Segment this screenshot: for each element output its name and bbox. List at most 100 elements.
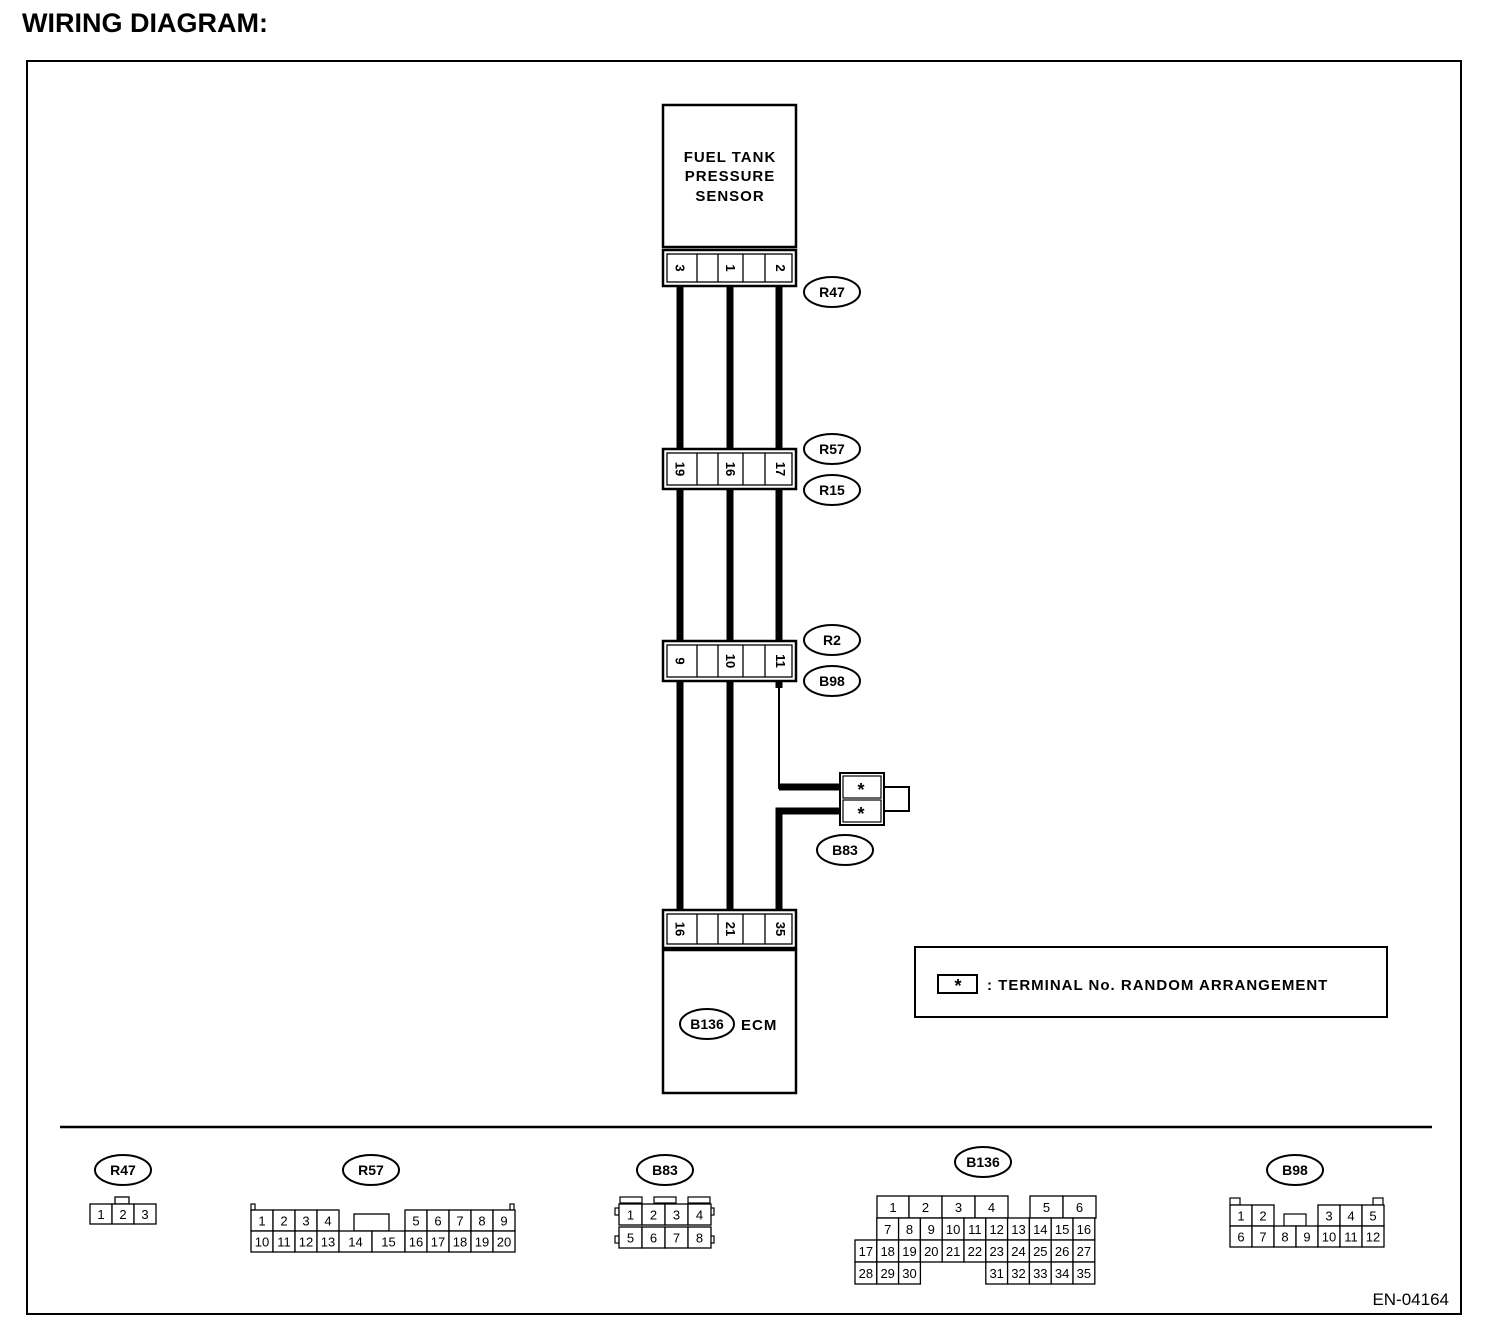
terminal-row-inner xyxy=(666,644,793,678)
terminal-number: 2 xyxy=(650,1208,657,1223)
connector-badge-r2: R2 xyxy=(803,624,861,656)
legend-symbol-box xyxy=(937,974,978,994)
terminal-row-frame xyxy=(661,248,798,288)
terminal-number: 3 xyxy=(141,1207,148,1222)
terminal-number: 6 xyxy=(1237,1230,1244,1245)
terminal-number: 10 xyxy=(1322,1230,1336,1245)
terminal-cell xyxy=(687,1226,712,1249)
view-badge-label: R57 xyxy=(358,1162,384,1178)
terminal-number: 8 xyxy=(906,1222,913,1237)
terminal-number: 4 xyxy=(324,1214,331,1229)
terminal-number: 2 xyxy=(922,1200,929,1215)
terminal-number: 12 xyxy=(989,1222,1003,1237)
view-badge-label: B83 xyxy=(652,1162,678,1178)
terminal-number: 7 xyxy=(673,1231,680,1246)
terminal-pin-1: 16 xyxy=(673,922,688,936)
terminal-number: 1 xyxy=(1237,1209,1244,1224)
terminal-cell xyxy=(897,1261,922,1285)
terminal-number: 18 xyxy=(453,1235,467,1250)
ecm-connector-badge-text: B136 xyxy=(690,1016,724,1032)
terminal-number: 4 xyxy=(1347,1209,1354,1224)
terminal-number: 8 xyxy=(478,1214,485,1229)
terminal-number: 14 xyxy=(1033,1222,1047,1237)
connector-badge-r47: R47 xyxy=(803,276,861,308)
b83-pin-2: * xyxy=(857,804,864,824)
terminal-number: 1 xyxy=(97,1207,104,1222)
terminal-pin-1: 9 xyxy=(673,657,688,664)
terminal-number: 5 xyxy=(1369,1209,1376,1224)
terminal-cell xyxy=(1361,1225,1385,1248)
terminal-number: 20 xyxy=(924,1244,938,1259)
badge-outline xyxy=(803,474,861,506)
latch xyxy=(1372,1197,1384,1206)
view-badge-b83: B83 xyxy=(636,1154,694,1186)
latch xyxy=(687,1196,711,1204)
terminal-number: 14 xyxy=(348,1235,362,1250)
terminal-pin-2: 1 xyxy=(723,264,738,271)
terminal-row-inner xyxy=(666,452,793,486)
terminal-number: 4 xyxy=(988,1200,995,1215)
terminal-number: 15 xyxy=(381,1235,395,1250)
terminal-pin-3: 11 xyxy=(773,654,788,668)
terminal-number: 18 xyxy=(880,1244,894,1259)
terminal-number: 13 xyxy=(321,1235,335,1250)
view-badge-outline xyxy=(94,1154,152,1186)
terminal-number: 9 xyxy=(928,1222,935,1237)
sensor-body xyxy=(661,103,798,249)
sensor-label-line-2: PRESSURE xyxy=(685,168,776,185)
terminal-number: 1 xyxy=(889,1200,896,1215)
sensor-label-line-1: FUEL TANK xyxy=(684,149,777,166)
connector-badge-b98: B98 xyxy=(803,665,861,697)
terminal-number: 6 xyxy=(434,1214,441,1229)
terminal-number: 9 xyxy=(500,1214,507,1229)
terminal-number: 11 xyxy=(968,1222,982,1237)
terminal-number: 11 xyxy=(277,1235,291,1250)
terminal-number: 15 xyxy=(1055,1222,1069,1237)
terminal-number: 26 xyxy=(1055,1244,1069,1259)
latch xyxy=(509,1203,515,1211)
view-badge-outline xyxy=(1266,1154,1324,1186)
terminal-number: 2 xyxy=(119,1207,126,1222)
terminal-row-frame xyxy=(661,908,798,950)
fuel-tank-pressure-sensor: FUEL TANK PRESSURE SENSOR xyxy=(661,103,798,249)
terminal-cell xyxy=(1072,1261,1096,1285)
terminal-number: 12 xyxy=(299,1235,313,1250)
b83-pin-1: * xyxy=(857,780,864,800)
badge-label: B98 xyxy=(819,673,845,689)
terminal-number: 1 xyxy=(258,1214,265,1229)
terminal-row-frame xyxy=(661,447,798,491)
badge-label: R2 xyxy=(823,632,841,648)
terminal-number: 22 xyxy=(968,1244,982,1259)
view-badge-outline xyxy=(636,1154,694,1186)
view-badge-b136: B136 xyxy=(954,1146,1012,1178)
terminal-pin-2: 21 xyxy=(723,922,738,936)
terminal-number: 27 xyxy=(1077,1244,1091,1259)
terminal-number: 7 xyxy=(884,1222,891,1237)
view-badge-label: R47 xyxy=(110,1162,136,1178)
terminal-number: 16 xyxy=(409,1235,423,1250)
terminal-number: 9 xyxy=(1303,1230,1310,1245)
legend-symbol: * xyxy=(954,976,961,996)
terminal-cell xyxy=(687,1203,712,1226)
b83-plug-tab xyxy=(883,786,910,812)
wire-3-from-b83 xyxy=(775,807,841,910)
terminal-row-inner xyxy=(666,913,793,945)
terminal-number: 30 xyxy=(902,1266,916,1281)
terminal-number: 2 xyxy=(280,1214,287,1229)
terminal-number: 35 xyxy=(1077,1266,1091,1281)
terminal-number: 3 xyxy=(302,1214,309,1229)
b83-cavity-2 xyxy=(842,799,882,823)
latch xyxy=(619,1196,643,1204)
terminal-cell xyxy=(492,1230,516,1253)
badge-label: R15 xyxy=(819,482,845,498)
terminal-number: 8 xyxy=(696,1231,703,1246)
terminal-number: 6 xyxy=(650,1231,657,1246)
